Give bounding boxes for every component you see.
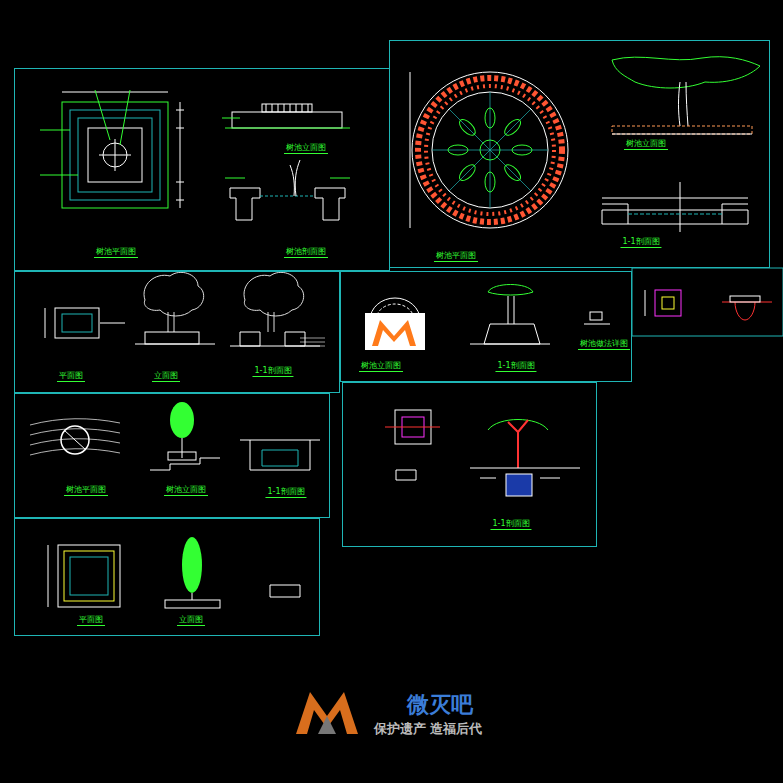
- drawing-panel: 树池平面图 树池立面图 1-1剖面图: [14, 393, 330, 518]
- drawing-caption: 立面图: [152, 371, 180, 382]
- drawing-caption: 平面图: [57, 371, 85, 382]
- drawing-caption: 树池立面图: [624, 139, 668, 150]
- drawing-caption: 树池剖面图: [284, 247, 328, 258]
- drawing-caption: 树池做法详图: [578, 339, 630, 350]
- drawing-caption: 树池平面图: [64, 485, 108, 496]
- drawing-caption: 树池立面图: [284, 143, 328, 154]
- drawing-caption: 树池平面图: [434, 251, 478, 262]
- drawing-caption: 树池立面图: [164, 485, 208, 496]
- drawing-caption: 平面图: [77, 615, 105, 626]
- drawing-caption: 1-1剖面图: [490, 519, 531, 530]
- drawing-caption: 1-1剖面图: [252, 366, 293, 377]
- drawing-panel: 树池平面图 树池立面图树池剖面图: [14, 68, 390, 271]
- drawing-panel: 树池平面图 树池立面图 1-1剖面图: [389, 40, 770, 268]
- watermark-text: 保护遗产 造福后代: [374, 720, 483, 738]
- drawing-caption: 树池立面图: [359, 361, 403, 372]
- watermark-text: 微灭吧: [407, 690, 473, 720]
- drawing-panel: 平面图 立面图 1-1剖面图: [14, 271, 340, 393]
- drawing-caption: 1-1剖面图: [620, 237, 661, 248]
- drawing-panel: 平面图 立面图: [14, 518, 320, 636]
- drawing-caption: 立面图: [177, 615, 205, 626]
- drawing-caption: 1-1剖面图: [265, 487, 306, 498]
- drawing-caption: 树池平面图: [94, 247, 138, 258]
- drawing-panel: 1-1剖面图: [342, 382, 597, 547]
- drawing-panel: 树池立面图 1-1剖面图 树池做法详图: [340, 271, 632, 382]
- drawing-caption: 1-1剖面图: [495, 361, 536, 372]
